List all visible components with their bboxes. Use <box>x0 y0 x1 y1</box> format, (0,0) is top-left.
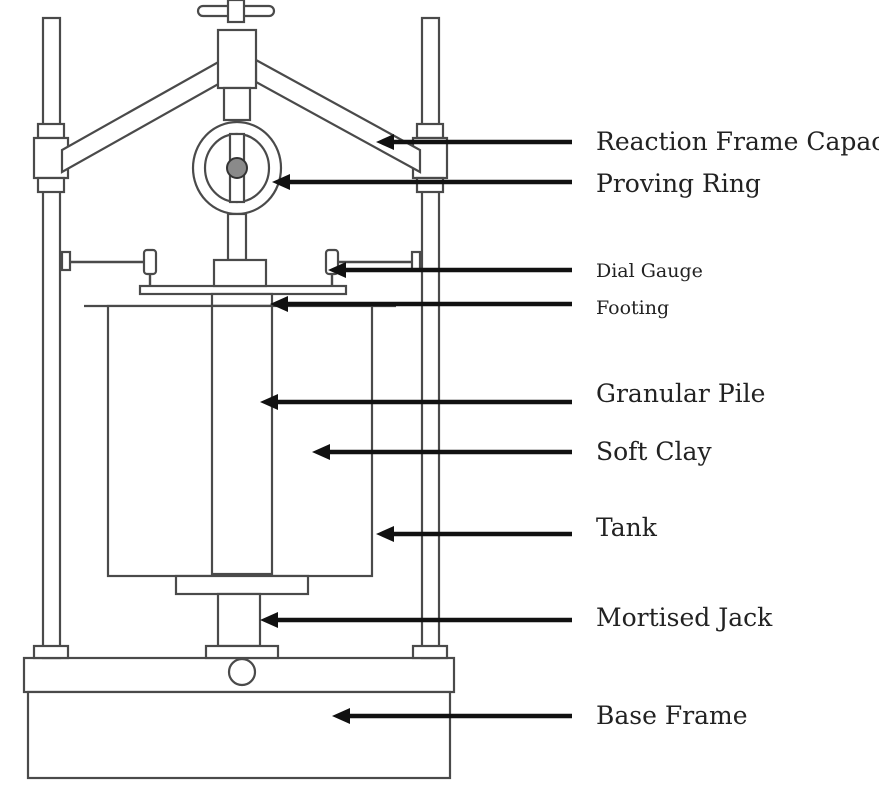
label-mortised-jack: Mortised Jack <box>596 603 773 632</box>
arrow-soft-clay <box>312 444 572 460</box>
right-column <box>411 16 449 660</box>
label-proving-ring: Proving Ring <box>596 169 761 198</box>
label-base-frame: Base Frame <box>596 701 748 730</box>
arrow-tank <box>376 526 572 542</box>
arrow-base-frame <box>332 708 572 724</box>
arrow-granular-pile <box>260 394 572 410</box>
granular-pile <box>210 304 274 576</box>
label-granular-pile: Granular Pile <box>596 379 765 408</box>
label-footing: Footing <box>596 297 669 319</box>
arrow-proving-ring <box>272 174 572 190</box>
label-tank: Tank <box>596 513 658 542</box>
label-dial-gauge: Dial Gauge <box>596 260 703 282</box>
arrow-mortised-jack <box>260 612 572 628</box>
dial-gauge-right <box>324 248 422 286</box>
arrow-footing <box>270 296 572 312</box>
dial-gauge-left <box>60 248 158 286</box>
left-column <box>32 16 70 660</box>
label-reaction-frame-capacity: Reaction Frame Capacity <box>596 127 879 156</box>
footing <box>138 258 348 308</box>
proving-ring <box>191 120 283 262</box>
mortised-jack <box>174 574 310 687</box>
label-soft-clay: Soft Clay <box>596 437 712 466</box>
arrow-dial-gauge <box>328 262 572 278</box>
arrow-reaction-frame-capacity <box>376 134 572 150</box>
loading-screw-handwheel <box>196 0 276 122</box>
